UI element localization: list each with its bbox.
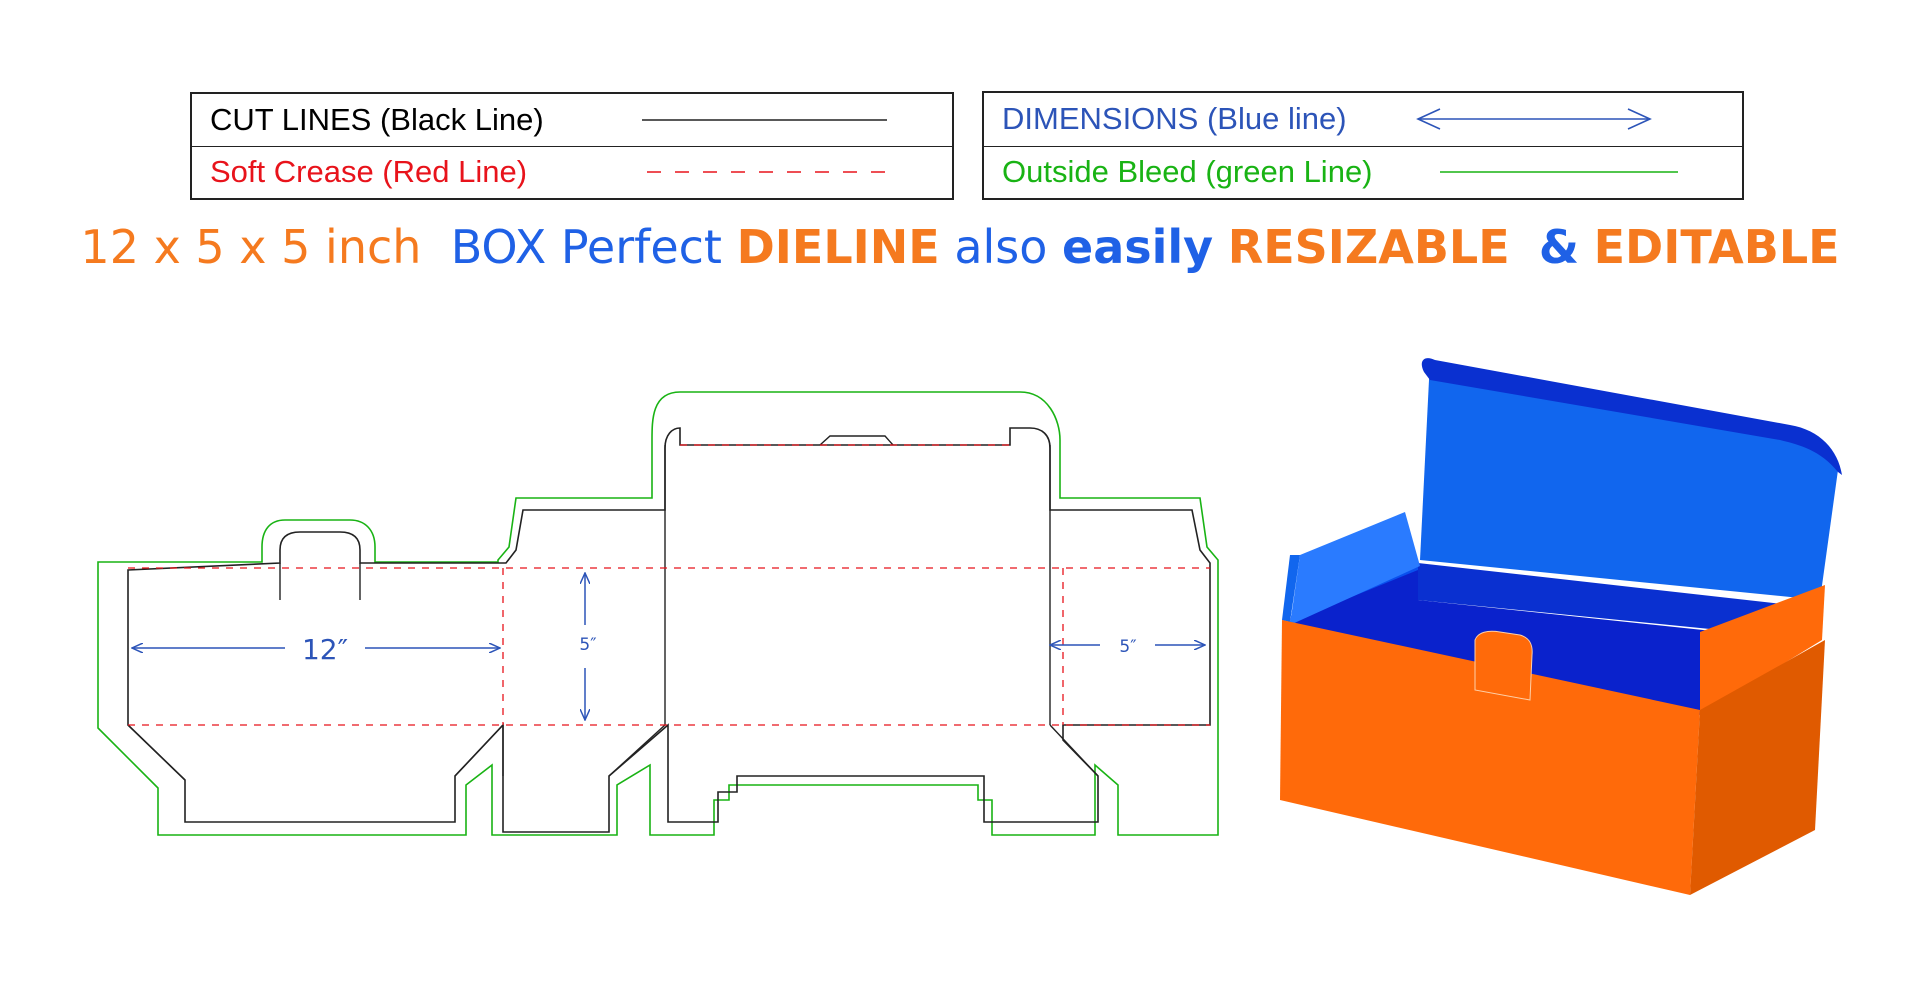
legend-row-dimensions: DIMENSIONS (Blue line) — [984, 93, 1742, 147]
cut-line-sample — [642, 119, 887, 121]
cut-line-lock-slot — [819, 435, 894, 446]
headline-amp: & — [1538, 220, 1579, 274]
legend-table-right: DIMENSIONS (Blue line) Outside Bleed (gr… — [982, 91, 1744, 200]
soft-crease-lines — [128, 444, 1210, 726]
cut-line-bottom-flap — [127, 724, 186, 781]
box-right-panel — [1690, 640, 1825, 895]
dimensions-label: DIMENSIONS (Blue line) — [1002, 101, 1347, 137]
dimension-length-label: 12″ — [302, 633, 348, 666]
box-left-flap-tip — [1282, 555, 1300, 622]
headline-size: 12 x 5 x 5 inch — [80, 220, 422, 274]
legend-row-cut-lines: CUT LINES (Black Line) — [192, 94, 952, 147]
box-lid-inside — [1420, 360, 1838, 600]
box-front-panel — [1280, 620, 1700, 895]
cut-lines-label: CUT LINES (Black Line) — [210, 102, 544, 137]
legend-row-outside-bleed: Outside Bleed (green Line) — [984, 146, 1742, 199]
headline-resizable: RESIZABLE — [1227, 220, 1510, 274]
cut-line-bottom-flap — [608, 724, 666, 777]
outside-bleed-outline — [97, 391, 1219, 836]
cut-line-bottom-flap — [454, 724, 504, 777]
dimension-width-label: 5″ — [1119, 637, 1136, 657]
headline-box: BOX Perfect — [450, 220, 722, 274]
headline-editable: EDITABLE — [1593, 220, 1840, 274]
bleed-line-sample — [1440, 170, 1678, 173]
headline: 12 x 5 x 5 inch BOX Perfect DIELINE also… — [0, 220, 1920, 274]
cut-line-bottom-flap — [1049, 724, 1099, 777]
crease-line-sample — [647, 171, 892, 173]
box-lock-tab — [1474, 630, 1533, 701]
soft-crease-label: Soft Crease (Red Line) — [210, 154, 528, 189]
headline-easily: easily — [1062, 220, 1214, 274]
outside-bleed-label: Outside Bleed (green Line) — [1002, 153, 1373, 189]
dimension-height-label: 5″ — [579, 635, 596, 655]
headline-also: also — [954, 220, 1048, 274]
headline-dieline: DIELINE — [736, 220, 940, 274]
box-right-flap — [1700, 585, 1825, 715]
box-left-flap — [1290, 512, 1420, 625]
box-3d-illustration — [1280, 358, 1842, 895]
legend-row-soft-crease: Soft Crease (Red Line) — [192, 146, 952, 198]
box-inner-back — [1418, 563, 1818, 638]
cut-line-outline — [127, 427, 1211, 833]
legend-table-left: CUT LINES (Black Line) Soft Crease (Red … — [190, 92, 954, 200]
box-lid-edge — [1421, 358, 1842, 475]
dimension-arrow-sample — [1416, 108, 1652, 130]
box-inner-floor — [1290, 570, 1815, 715]
